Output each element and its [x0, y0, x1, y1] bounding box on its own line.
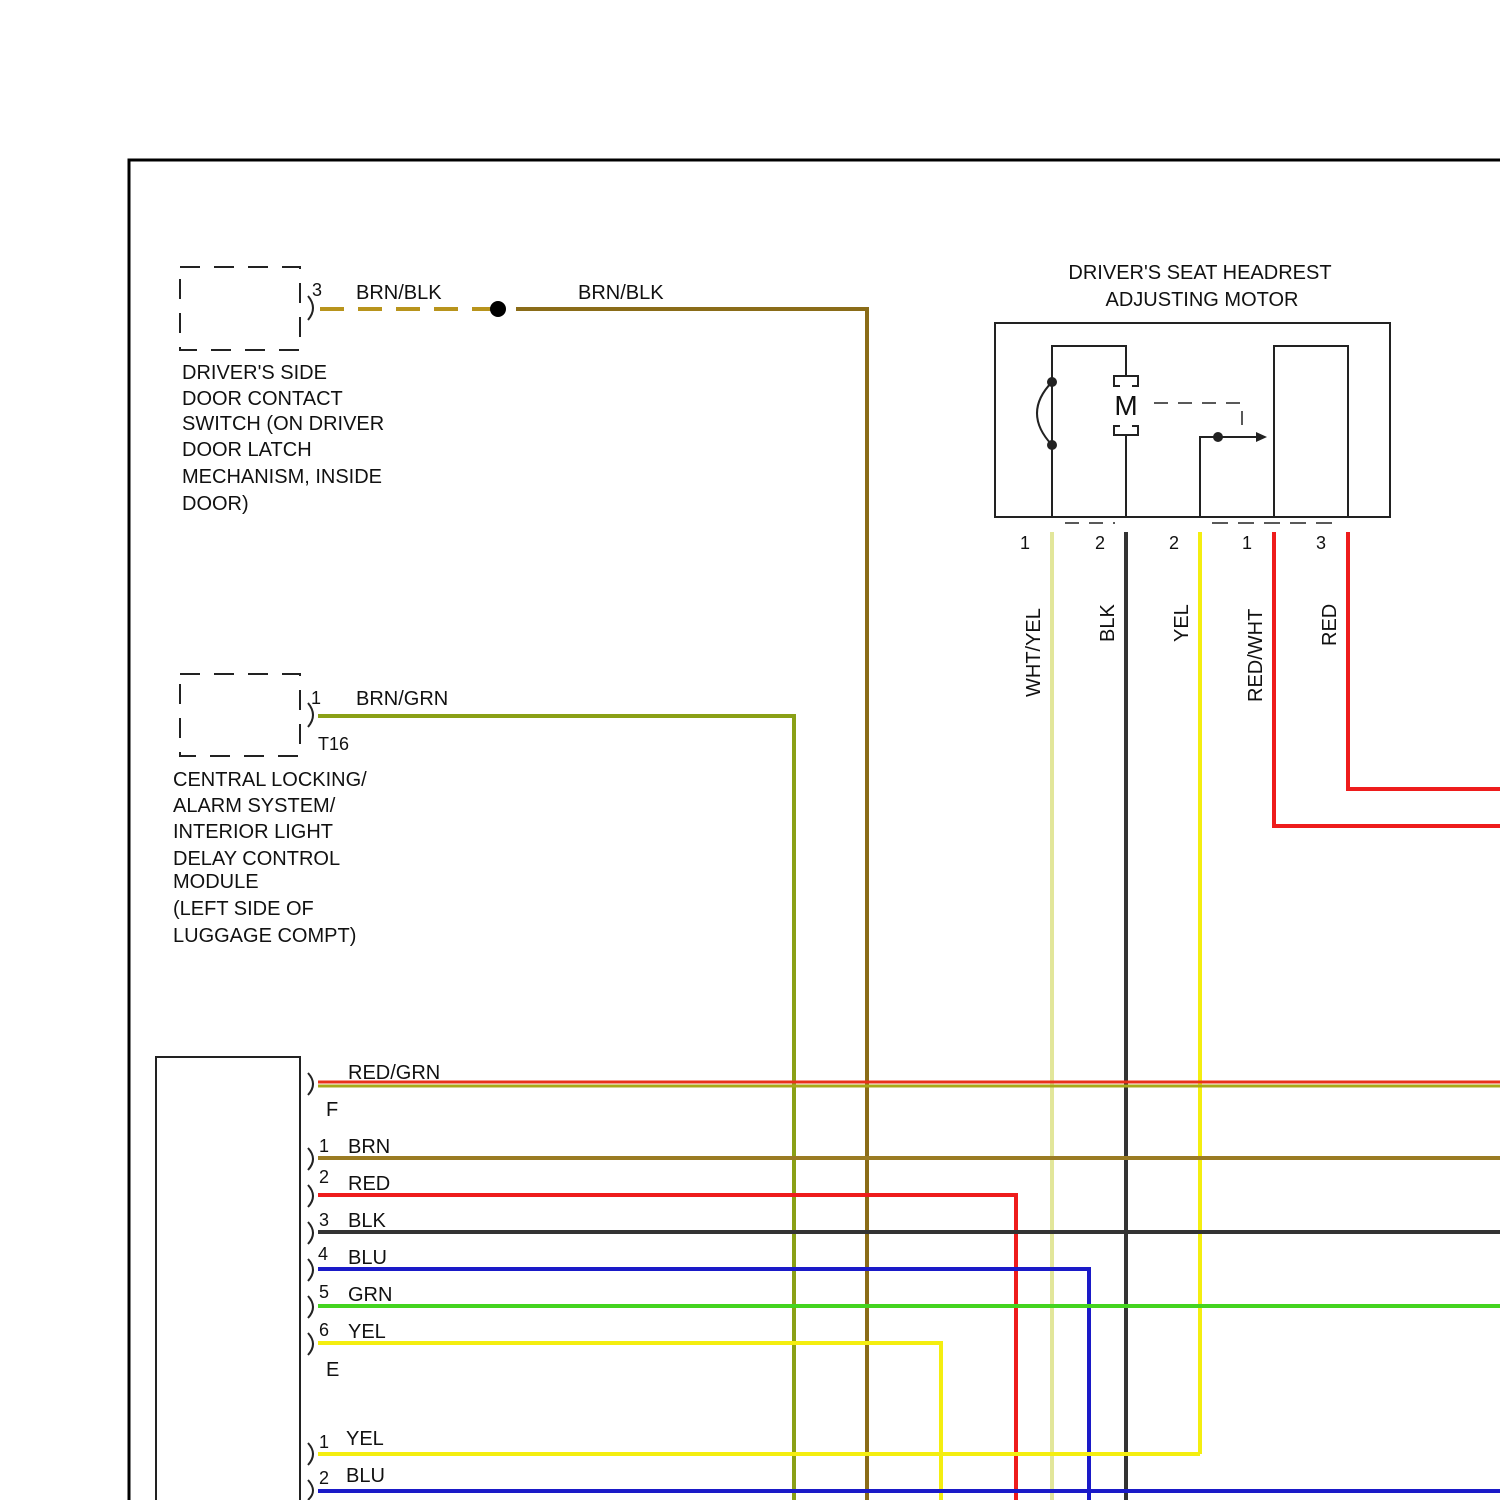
wire-yel — [318, 1343, 941, 1500]
motor-housing — [995, 323, 1390, 517]
motor-symbol: M — [1114, 390, 1137, 421]
connector-e-pin-3: 3 — [319, 1210, 329, 1230]
locking-module-title-line-2: ALARM SYSTEM/ — [173, 795, 336, 817]
connector-e-wire-1: BRN — [348, 1136, 390, 1158]
motor-wire-label-2: BLK — [1097, 604, 1119, 642]
door-switch-title-line-3: SWITCH (ON DRIVER — [182, 413, 384, 435]
diagram-frame — [129, 160, 1500, 1500]
door-switch-title-line-4: DOOR LATCH — [182, 439, 312, 461]
locking-module-pin: 1 — [311, 688, 321, 708]
door-switch-wire-label-right: BRN/BLK — [578, 282, 664, 304]
locking-module-connector: T16 — [318, 734, 349, 754]
wire-brn-grn — [318, 716, 794, 1500]
connector-g3-pin-1: 1 — [319, 1432, 329, 1452]
left-connector-block: RED/GRN F 1 BRN 2 RED 3 BLK 4 BLU 5 GRN … — [156, 1057, 440, 1500]
headrest-motor: DRIVER'S SEAT HEADREST ADJUSTING MOTOR M… — [995, 262, 1390, 702]
connector-f-id: F — [326, 1099, 338, 1121]
connector-e-pin-2: 2 — [319, 1167, 329, 1187]
door-switch-title-line-2: DOOR CONTACT — [182, 388, 343, 410]
motor-wire-label-1: WHT/YEL — [1023, 608, 1045, 697]
motor-wire-label-3: YEL — [1171, 604, 1193, 642]
wire-brn-blk-vertical — [516, 309, 867, 1500]
door-switch-title-line-1: DRIVER'S SIDE — [182, 362, 327, 384]
connector-e-wire-5: GRN — [348, 1284, 392, 1306]
wire-blu — [318, 1269, 1089, 1500]
motor-pin-4: 1 — [1242, 533, 1252, 553]
connector-e-wire-4: BLU — [348, 1247, 387, 1269]
connector-e-pin-6: 6 — [319, 1320, 329, 1340]
motor-pin-5: 3 — [1316, 533, 1326, 553]
motor-wire-label-4: RED/WHT — [1245, 609, 1267, 702]
connector-g3-wire-1: YEL — [346, 1428, 384, 1450]
motor-title-line-2: ADJUSTING MOTOR — [1106, 289, 1299, 311]
door-switch-title-line-6: DOOR) — [182, 493, 249, 515]
door-switch-title-line-5: MECHANISM, INSIDE — [182, 466, 382, 488]
door-contact-switch: 3 BRN/BLK BRN/BLK DRIVER'S SIDE DOOR CON… — [180, 267, 664, 515]
locking-module-wire-label: BRN/GRN — [356, 688, 448, 710]
motor-pin-3: 2 — [1169, 533, 1179, 553]
door-switch-pin: 3 — [312, 280, 322, 300]
splice-dot — [490, 301, 506, 317]
connector-e-wire-2: RED — [348, 1173, 390, 1195]
locking-module-title-line-7: LUGGAGE COMPT) — [173, 925, 356, 947]
connector-e-pin-1: 1 — [319, 1136, 329, 1156]
wire-red-motor — [1348, 532, 1500, 789]
connector-e-pin-5: 5 — [319, 1282, 329, 1302]
motor-pin-2: 2 — [1095, 533, 1105, 553]
locking-module-title-line-5: MODULE — [173, 871, 259, 893]
locking-module-title-line-3: INTERIOR LIGHT — [173, 821, 333, 843]
connector-e-wire-6: YEL — [348, 1321, 386, 1343]
wire-red-wht — [1274, 532, 1500, 826]
motor-pin-1: 1 — [1020, 533, 1030, 553]
motor-wire-label-5: RED — [1319, 604, 1341, 646]
connector-e-id: E — [326, 1359, 339, 1381]
motor-title-line-1: DRIVER'S SEAT HEADREST — [1068, 262, 1331, 284]
connector-e-pin-4: 4 — [318, 1244, 328, 1264]
connector-e-wire-3: BLK — [348, 1210, 386, 1232]
connector-g3-pin-2: 2 — [319, 1468, 329, 1488]
door-switch-wire-label-left: BRN/BLK — [356, 282, 442, 304]
locking-module-title-line-6: (LEFT SIDE OF — [173, 898, 314, 920]
connector-g3-wire-2: BLU — [346, 1465, 385, 1487]
locking-module-title-line-1: CENTRAL LOCKING/ — [173, 769, 367, 791]
wires — [318, 301, 1500, 1500]
locking-module-title-line-4: DELAY CONTROL — [173, 848, 340, 870]
